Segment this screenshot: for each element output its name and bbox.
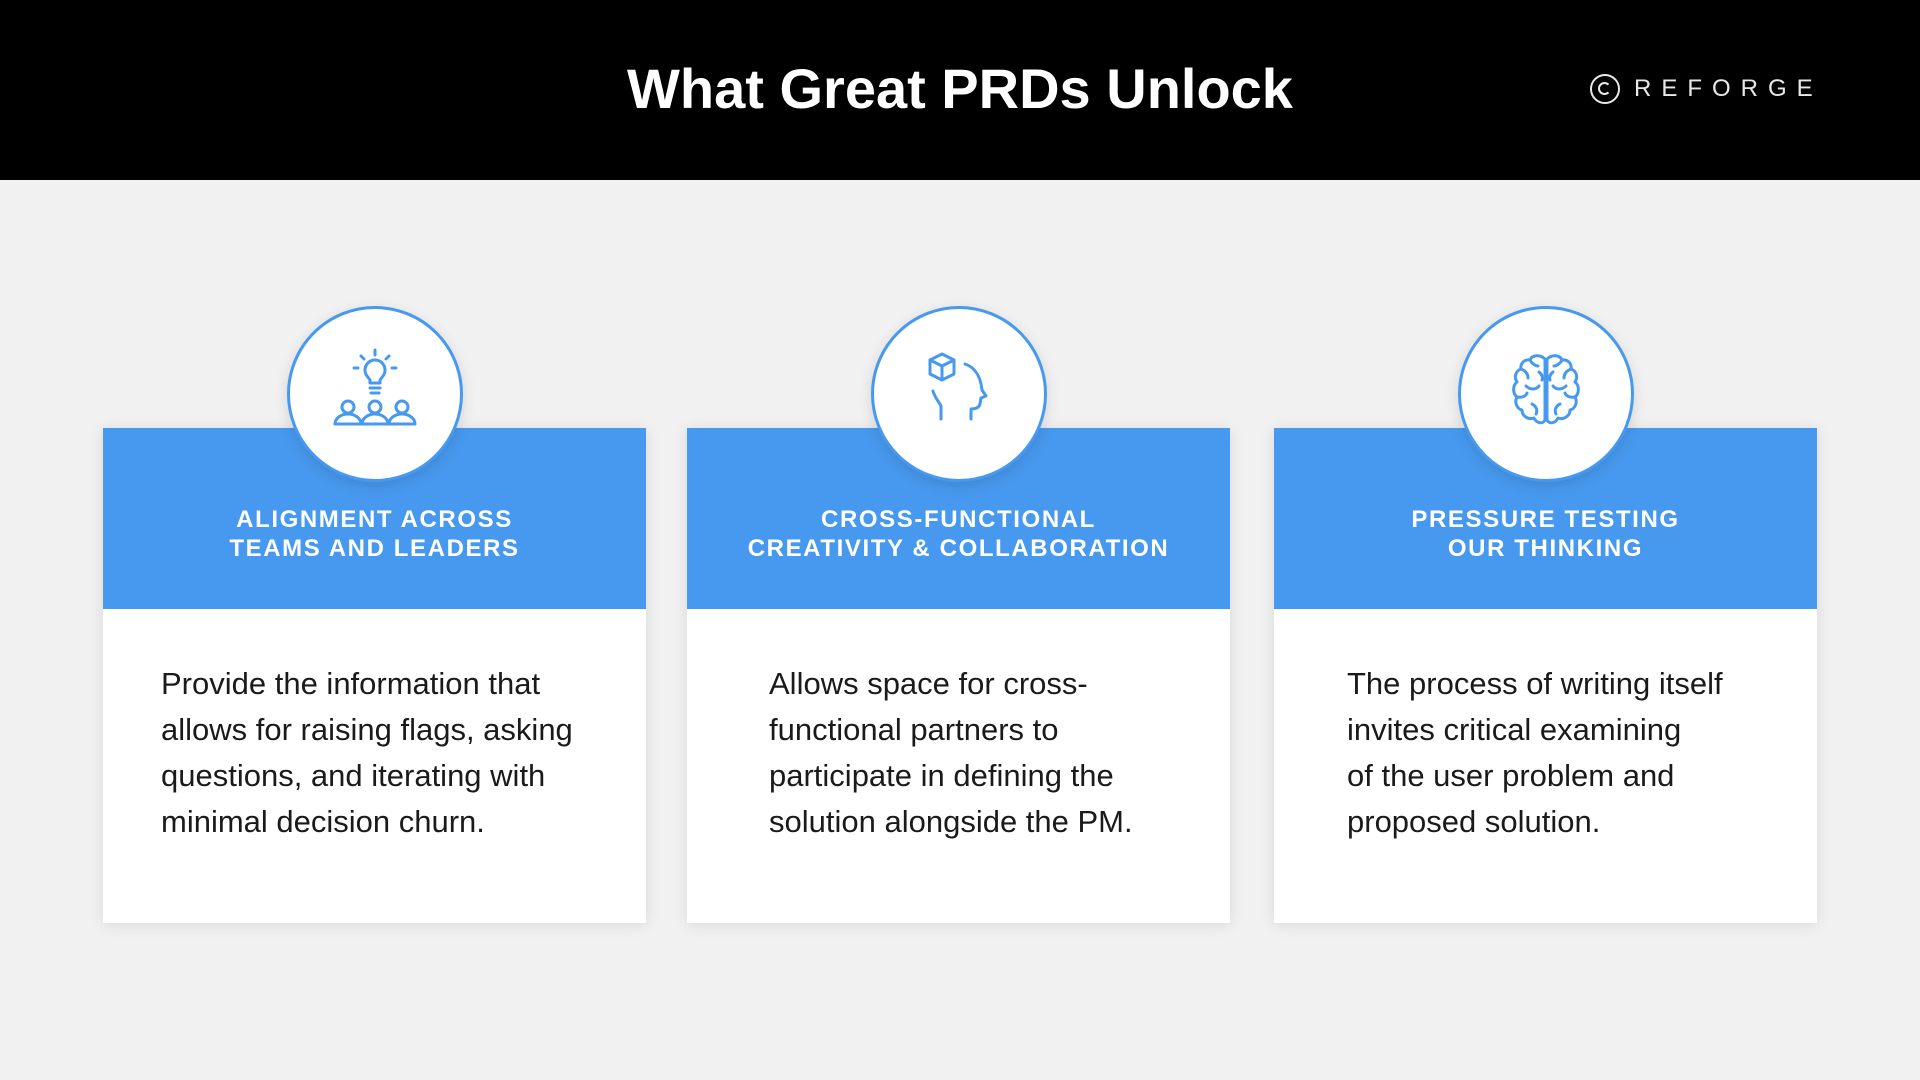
card-title-line: CREATIVITY & COLLABORATION — [747, 535, 1170, 562]
card-body: The process of writing itself invites cr… — [1274, 661, 1817, 845]
card-body-line: Allows space for cross- — [769, 666, 1088, 701]
head-cube-icon — [928, 352, 988, 421]
icon-circle — [1458, 306, 1634, 482]
card-body-line: functional partners to — [769, 712, 1059, 747]
brand-logo: REFORGE — [1590, 74, 1823, 104]
card-alignment: ALIGNMENT ACROSS TEAMS AND LEADERS Provi… — [103, 428, 646, 923]
icon-circle — [871, 306, 1047, 482]
card-body-line: invites critical examining — [1347, 712, 1682, 747]
card-title-line: CROSS-FUNCTIONAL — [821, 506, 1096, 533]
brain-icon — [1512, 354, 1580, 425]
card-header: PRESSURE TESTING OUR THINKING — [1274, 428, 1817, 609]
card-body: Allows space for cross- functional partn… — [687, 661, 1230, 845]
brand-name: REFORGE — [1634, 75, 1823, 102]
card-body-line: Provide the information that — [161, 666, 541, 701]
card-collaboration: CROSS-FUNCTIONAL CREATIVITY & COLLABORAT… — [687, 428, 1230, 923]
card-title: CROSS-FUNCTIONAL CREATIVITY & COLLABORAT… — [687, 505, 1230, 563]
card-title-line: TEAMS AND LEADERS — [229, 535, 520, 562]
card-body-line: participate in defining the — [769, 758, 1114, 793]
card-body-line: questions, and iterating with — [161, 758, 546, 793]
card-body-line: allows for raising flags, asking — [161, 712, 573, 747]
card-title-line: PRESSURE TESTING — [1411, 506, 1680, 533]
card-pressure-testing: PRESSURE TESTING OUR THINKING The proces… — [1274, 428, 1817, 923]
lightbulb-team-icon — [333, 348, 417, 426]
card-title-line: OUR THINKING — [1447, 535, 1644, 562]
card-title: ALIGNMENT ACROSS TEAMS AND LEADERS — [103, 505, 646, 563]
card-title: PRESSURE TESTING OUR THINKING — [1274, 505, 1817, 563]
card-body-line: proposed solution. — [1347, 804, 1601, 839]
card-body-line: of the user problem and — [1347, 758, 1675, 793]
card-title-line: ALIGNMENT ACROSS — [236, 506, 513, 533]
page-title: What Great PRDs Unlock — [627, 57, 1293, 120]
header-bar: What Great PRDs Unlock REFORGE — [0, 0, 1920, 180]
card-body: Provide the information that allows for … — [103, 661, 646, 845]
card-body-line: minimal decision churn. — [161, 804, 485, 839]
card-body-line: solution alongside the PM. — [769, 804, 1133, 839]
card-body-line: The process of writing itself — [1347, 666, 1723, 701]
reforge-logo-icon — [1590, 74, 1620, 104]
icon-circle — [287, 306, 463, 482]
